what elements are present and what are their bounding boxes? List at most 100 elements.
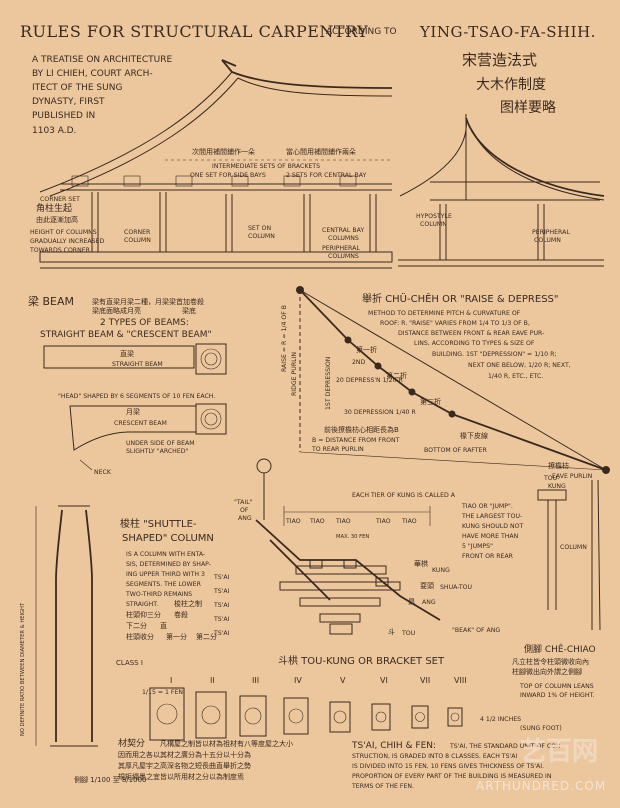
chucheh-line-3: DISTANCE BETWEEN FRONT & REAR EAVE PUR- <box>398 330 544 337</box>
straight-beam-cn: 直梁 <box>120 349 134 358</box>
tou-cn-3: 昂 <box>408 598 415 606</box>
class-num-8: VIII <box>454 676 467 685</box>
beak-label: "BEAK" OF ANG <box>452 627 500 634</box>
tsai-line-1: TS'AI, THE STANDARD UNIT OF CON- <box>449 743 563 750</box>
class-num-4: IV <box>294 676 302 685</box>
neck-label: NECK <box>94 469 112 476</box>
bottom-rafter: BOTTOM OF RAFTER <box>424 447 487 454</box>
tsai-3: TS'AI <box>213 602 230 609</box>
bracket-note-cn: 次間用補間鋪作一朵 <box>192 147 255 156</box>
chechiao-line-2: INWARD 1% OF HEIGHT. <box>520 692 595 699</box>
ratio-note: NO DEFINITE RATIO BETWEEN DIAMETER & HEI… <box>20 602 26 736</box>
shuttle-cn-bottom: 側腳 1/100 至 8/1000 <box>74 775 146 784</box>
tail-1: "TAIL" <box>234 499 253 506</box>
chucheh-cn-2: 第二折 <box>386 371 407 380</box>
fen-label: 1/15 = 1 FEN <box>142 689 183 696</box>
tsai-1: TS'AI <box>213 574 230 581</box>
straight-beam-end <box>195 343 227 375</box>
toukung-set-label: 斗栱 TOU-KUNG OR BRACKET SET <box>278 654 445 667</box>
each-tier-2: TIAO OR "JUMP". <box>461 503 513 510</box>
tiao-1: TIAO <box>285 518 301 525</box>
chucheh-line-6: NEXT ONE BELOW, 1/20 R; NEXT, <box>468 362 571 369</box>
subtitle-line-1: A TREATISE ON ARCHITECTURE <box>32 55 172 65</box>
each-tier-3: THE LARGEST TOU- <box>461 513 522 520</box>
one-set-label: ONE SET FOR SIDE BAYS <box>190 172 266 179</box>
class-label: CLASS I <box>116 659 143 667</box>
elevation-columns <box>91 192 377 252</box>
tail-2: OF <box>240 507 249 514</box>
shuttle-line-2: SIS, DETERMINED BY SHAP- <box>126 561 211 568</box>
tou-cn-1: 華栱 <box>414 559 428 568</box>
two-sets-label: 2 SETS FOR CENTRAL BAY <box>286 172 366 179</box>
crescent-cn: 月梁 <box>126 407 140 416</box>
each-tier-7: FRONT OR REAR <box>462 553 514 560</box>
small-note-1: 4 1/2 INCHES <box>480 716 521 723</box>
tsai-cn-3: 其厚凡屋宇之高深名物之短長曲直舉折之勢 <box>118 761 251 770</box>
shuttle-line-4: SEGMENTS. THE LOWER <box>126 581 202 588</box>
tsai-cn-1: 凡構屋之制皆以材為祖材有八等度屋之大小 <box>160 739 293 748</box>
tsai-line-3: IS DIVIDED INTO 15 FEN, 10 FENS GIVES TH… <box>352 763 544 770</box>
kung-label: KUNG <box>432 567 450 574</box>
height-note-2: GRADUALLY INCREASED <box>30 238 104 245</box>
class-num-3: III <box>252 676 259 685</box>
hypostyle-2: COLUMN <box>420 221 447 228</box>
chinese-title-3: 图样要略 <box>500 100 556 116</box>
subtitle-line-2: BY LI CHIEH, COURT ARCH- <box>32 69 153 79</box>
toukung-label-1: TOU- <box>543 475 559 482</box>
tsai-5: TS'AI <box>213 630 230 637</box>
class-num-1: I <box>170 676 172 685</box>
building-section: HYPOSTYLE COLUMN PERIPHERAL COLUMN <box>398 114 605 267</box>
peripheral-cols-2: COLUMNS <box>328 253 359 260</box>
tou-label: TOU <box>401 630 415 637</box>
chucheh-cn-1: 第一折 <box>356 345 377 354</box>
chechiao-line-1: TOP OF COLUMN LEANS <box>519 683 594 690</box>
chechiao-heading: 側腳 CHÊ-CHIAO <box>524 643 596 655</box>
corner-column-2: COLUMN <box>124 237 151 244</box>
tsai-4: TS'AI <box>213 616 230 623</box>
second-label: 2ND <box>352 359 366 366</box>
eave-label: EAVE PURLIN <box>552 473 593 480</box>
shuttle-cn-6: 柱頭收分 <box>126 632 154 641</box>
column-label: COLUMN <box>560 544 587 551</box>
shuttle-heading-1: 梭柱 "SHUTTLE- <box>120 517 197 530</box>
tsai-cn-4: 規矩繩墨之宜皆以所用材之分以為制度焉 <box>118 772 244 781</box>
tsai-line-2: STRUCTION, IS GRADED INTO 8 CLASSES. EAC… <box>352 753 517 760</box>
beam-section: 梁 BEAM 梁有直梁月梁二種，月梁梁首加卷殺 梁底面略成月亮 梁底 2 TYP… <box>28 294 227 476</box>
underside-2: SLIGHTLY "ARCHED" <box>126 448 189 455</box>
peripheral-cols-1: PERIPHERAL <box>322 245 360 252</box>
tiao-3: TIAO <box>335 518 351 525</box>
toukung-diagram: EACH TIER OF KUNG IS CALLED A TIAO OR "J… <box>234 458 587 667</box>
shuttle-cn-2: 柱頭仰三分 <box>126 610 161 619</box>
shuttle-column-block: NO DEFINITE RATIO BETWEEN DIAMETER & HEI… <box>20 505 230 784</box>
subtitle-line-4: DYNASTY, FIRST <box>32 97 105 107</box>
shuatou-label: SHUA-TOU <box>440 584 472 591</box>
tou-cn-4: 斗 <box>388 628 395 636</box>
class-num-2: II <box>210 676 215 685</box>
chucheh-line-5: BUILDING. 1ST "DEPRESSION" = 1/10 R; <box>432 351 556 358</box>
chucheh-line-4: LINS, ACCORDING TO TYPES & SIZE OF <box>414 340 535 347</box>
each-tier-1: EACH TIER OF KUNG IS CALLED A <box>352 492 456 499</box>
tail-3: ANG <box>238 515 252 522</box>
chechiao-cn-1: 凡立柱皆令柱頭微收向內 <box>512 657 589 666</box>
subtitle-line-5: PUBLISHED IN <box>32 111 95 121</box>
chechiao-cn-2: 柱腳微出向外謂之側腳 <box>512 667 582 676</box>
b-note-2: TO REAR PURLIN <box>311 446 364 453</box>
tsai-line-4: PROPORTION OF EVERY PART OF THE BUILDING… <box>352 773 552 780</box>
shuttle-line-5: TWO-THIRD REMAINS <box>125 591 192 598</box>
watermark-cn: 艺百网 <box>520 737 598 767</box>
shuttle-cn-5: 直 <box>160 621 167 630</box>
set-on-column-1: SET ON <box>248 225 271 232</box>
chucheh-diagram: 舉折 CHÜ-CHÊH OR "RAISE & DEPRESS" METHOD … <box>281 286 610 480</box>
small-note-2: (SUNG FOOT) <box>520 725 562 732</box>
chinese-title-1: 宋营造法式 <box>462 51 537 69</box>
beam-cn-3: 梁底 <box>182 306 196 315</box>
class-blocks <box>149 687 463 741</box>
max-fen: MAX. 30 FEN <box>336 534 369 540</box>
head-note: "HEAD" SHAPED BY 6 SEGMENTS OF 10 FEN EA… <box>58 393 215 400</box>
shuttle-heading-2: SHAPED" COLUMN <box>122 533 214 544</box>
b-note-1: B = DISTANCE FROM FRONT <box>312 437 400 444</box>
tiao-5: TIAO <box>401 518 417 525</box>
intermediate-label: INTERMEDIATE SETS OF BRACKETS <box>212 163 320 170</box>
corner-cn-1: 角柱生起 <box>36 202 72 214</box>
